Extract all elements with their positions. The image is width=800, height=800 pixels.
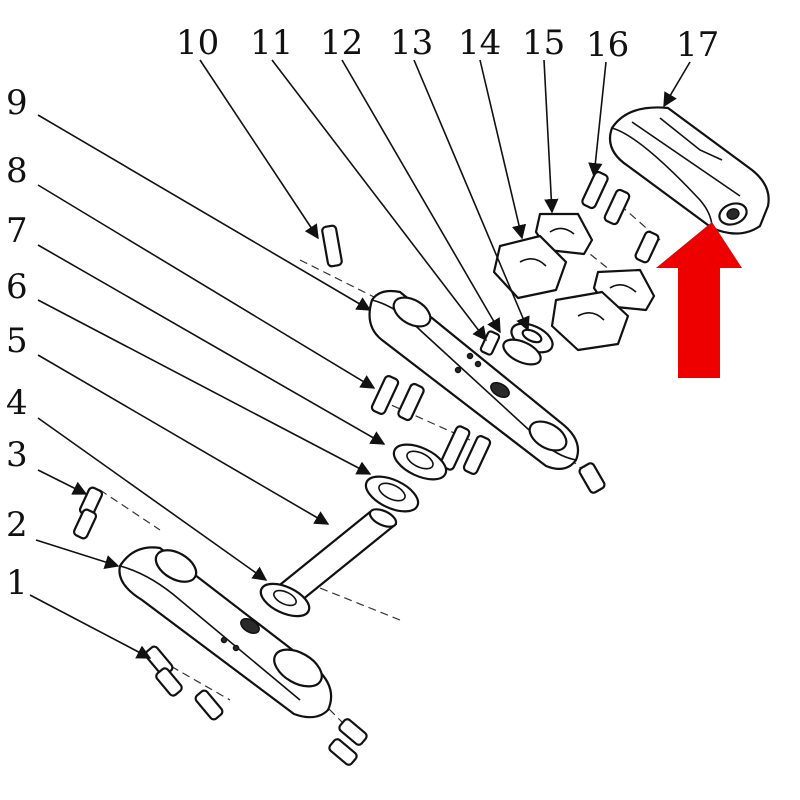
bearing-rings-part (364, 443, 448, 513)
callout-4: 4 (6, 383, 28, 423)
steering-stem-part (274, 508, 398, 602)
lower-triple-clamp-part (118, 546, 333, 719)
leader-lines (29, 59, 691, 659)
pinch-bolts-part (370, 375, 492, 475)
callout-8: 8 (6, 151, 28, 191)
lower-bearing-part (259, 582, 311, 618)
top-bolts-part (72, 486, 104, 540)
callout-labels: 1 2 3 4 5 6 7 8 9 10 11 12 13 14 15 16 1… (6, 23, 719, 603)
callout-13: 13 (390, 23, 433, 63)
callout-12: 12 (320, 23, 363, 63)
callout-6: 6 (6, 267, 28, 307)
callout-3: 3 (6, 435, 28, 475)
clamp-bolts-part (321, 170, 660, 268)
callout-9: 9 (6, 83, 28, 123)
callout-16: 16 (586, 25, 629, 65)
bushings-part (479, 322, 554, 366)
callout-2: 2 (6, 505, 28, 545)
callout-15: 15 (522, 23, 565, 63)
assembly-axes (99, 204, 661, 741)
bottom-bolts-part (144, 645, 368, 766)
highlight-arrow-icon (656, 222, 742, 378)
callout-14: 14 (458, 23, 501, 63)
upper-triple-clamp-part (368, 289, 606, 494)
handlebar-pad-part (608, 106, 770, 235)
callout-11: 11 (250, 23, 293, 63)
callout-5: 5 (6, 321, 28, 361)
callout-1: 1 (6, 563, 28, 603)
lower-clamp-part (492, 234, 630, 352)
callout-7: 7 (6, 211, 28, 251)
callout-10: 10 (176, 23, 219, 63)
callout-17: 17 (676, 25, 719, 65)
